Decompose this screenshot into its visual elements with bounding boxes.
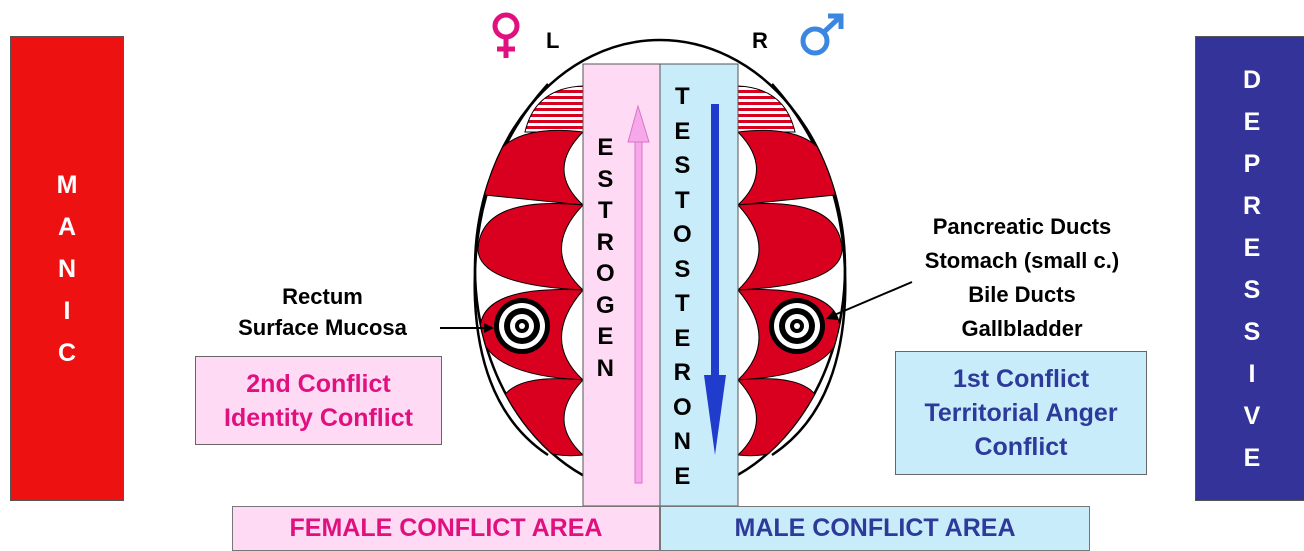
second-conflict-box: 2nd Conflict Identity Conflict [195,356,442,445]
left-organ-line: Surface Mucosa [210,312,435,343]
left-hemisphere-label: L [546,28,559,54]
left-organ-line: Rectum [210,281,435,312]
estrogen-letter: G [596,290,615,322]
first-conflict-line: 1st Conflict [953,362,1089,396]
testosterone-letter: S [674,253,690,288]
female-symbol-icon [495,15,517,58]
right-target-icon [769,298,825,354]
testosterone-letter: R [674,356,691,391]
right-organ-line: Bile Ducts [888,278,1156,312]
testosterone-letter: E [674,460,690,495]
testosterone-letter: T [675,287,690,322]
estrogen-letter: E [597,321,613,353]
female-conflict-area: FEMALE CONFLICT AREA [232,506,660,551]
testosterone-letter: N [674,425,691,460]
testosterone-letter: O [673,218,692,253]
first-conflict-line: Territorial Anger [924,396,1117,430]
first-conflict-box: 1st Conflict Territorial Anger Conflict [895,351,1147,475]
right-organ-label: Pancreatic Ducts Stomach (small c.) Bile… [888,210,1156,346]
testosterone-label: T E S T O S T E R O N E [673,80,692,494]
estrogen-letter: T [598,195,613,227]
left-organ-label: Rectum Surface Mucosa [210,281,435,343]
first-conflict-line: Conflict [974,430,1067,464]
male-conflict-area: MALE CONFLICT AREA [660,506,1090,551]
estrogen-letter: S [597,164,613,196]
estrogen-letter: R [597,227,614,259]
estrogen-label: E S T R O G E N [596,132,615,384]
male-symbol-icon [803,16,841,53]
right-hemisphere-label: R [752,28,768,54]
testosterone-letter: O [673,391,692,426]
testosterone-arrow-shaft [711,104,719,384]
testosterone-letter: T [675,184,690,219]
testosterone-letter: T [675,80,690,115]
right-organ-line: Gallbladder [888,312,1156,346]
estrogen-letter: O [596,258,615,290]
left-target-icon [494,298,550,354]
estrogen-arrow-shaft [635,138,642,483]
right-organ-line: Stomach (small c.) [888,244,1156,278]
estrogen-letter: E [597,132,613,164]
estrogen-letter: N [597,353,614,385]
right-organ-line: Pancreatic Ducts [888,210,1156,244]
second-conflict-line: 2nd Conflict [246,367,390,401]
second-conflict-line: Identity Conflict [224,401,413,435]
testosterone-column [660,64,738,506]
testosterone-letter: E [674,115,690,150]
estrogen-column [583,64,660,506]
testosterone-letter: S [674,149,690,184]
testosterone-letter: E [674,322,690,357]
